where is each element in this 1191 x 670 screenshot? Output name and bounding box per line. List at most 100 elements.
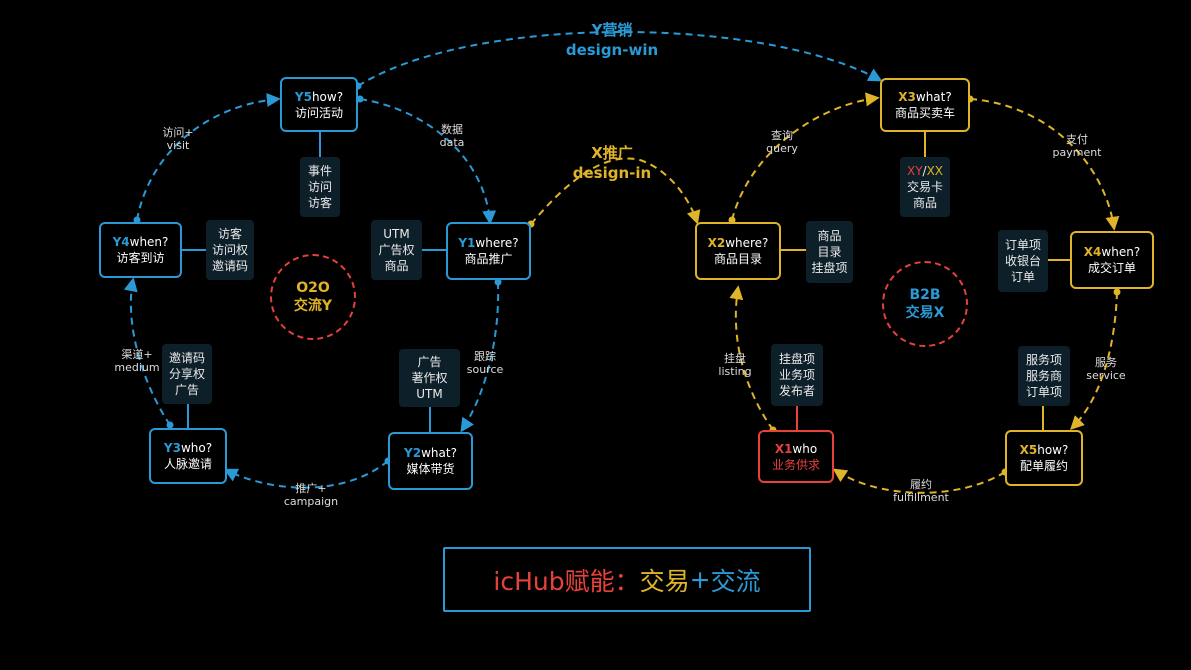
node-y5[interactable]: Y5how? 访问活动 xyxy=(280,77,358,132)
node-y3-q: who? xyxy=(180,441,213,455)
edge-label-cn: 履约 xyxy=(910,478,932,491)
edge-label-cn: 渠道+ xyxy=(121,348,153,361)
dot-x4 xyxy=(1113,288,1121,296)
info-y3-line: 分享权 xyxy=(168,367,205,381)
right-circle-line2: 交易X xyxy=(905,305,945,321)
info-y2: 广告 著作权 UTM xyxy=(399,349,460,407)
info-y4: 访客 访问权 邀请码 xyxy=(206,220,254,280)
edge-label-en: payment xyxy=(1052,146,1102,159)
node-x4-sub: 成交订单 xyxy=(1087,261,1136,275)
info-x3-line1: XY/XX xyxy=(907,163,943,179)
info-x3-line: 商品 xyxy=(912,196,937,210)
node-x1-key: X1 xyxy=(774,441,793,456)
info-x4-line: 订单 xyxy=(1010,270,1035,284)
node-x3-q: what? xyxy=(915,90,952,104)
info-y1-line: 商品 xyxy=(384,259,409,273)
edge-label-source: 跟踪 source xyxy=(467,350,504,376)
edge-label-cn: 查询 xyxy=(770,129,793,142)
node-x1-sub: 业务供求 xyxy=(771,457,820,472)
node-y3-sub: 人脉邀请 xyxy=(163,457,212,471)
edge-label-cn: 访问+ xyxy=(162,126,194,139)
edge-y2-y3 xyxy=(223,460,389,489)
mid-link-label: X推广 design-in xyxy=(573,143,651,183)
left-circle-line2: 交流Y xyxy=(293,298,333,314)
node-y1-sub: 商品推广 xyxy=(464,252,513,266)
info-x1-line: 业务项 xyxy=(778,368,815,382)
node-x2-sub: 商品目录 xyxy=(713,252,762,266)
info-y5-line: 访客 xyxy=(307,196,332,210)
node-x2[interactable]: X2where? 商品目录 xyxy=(695,222,781,280)
info-y2-line: 广告 xyxy=(417,355,442,369)
edge-label-en: query xyxy=(766,142,798,155)
top-link-en: design-win xyxy=(565,41,659,59)
edge-label-cn: 数据 xyxy=(441,123,463,136)
node-y2-q: what? xyxy=(421,446,457,460)
info-y1-line: 广告权 xyxy=(378,243,415,257)
node-y2-key: Y2 xyxy=(404,446,422,460)
node-y3[interactable]: Y3who? 人脉邀请 xyxy=(149,428,227,484)
node-y1[interactable]: Y1where? 商品推广 xyxy=(446,222,531,280)
info-y3: 邀请码 分享权 广告 xyxy=(162,344,212,404)
node-y4-q: when? xyxy=(129,235,169,249)
left-circle: O2O 交流Y xyxy=(270,254,356,340)
dot-y1 xyxy=(494,278,502,286)
node-y2-sub: 媒体带货 xyxy=(406,462,455,476)
info-x4-line: 收银台 xyxy=(1004,254,1041,268)
edge-x5-x1 xyxy=(832,468,1006,494)
edge-label-query: 查询 query xyxy=(766,129,798,155)
edge-label-fulfillment: 履约 fulfillment xyxy=(893,478,949,504)
node-y5-q: how? xyxy=(311,89,344,104)
node-y1-key: Y1 xyxy=(458,236,476,250)
right-circle-line1: B2B xyxy=(909,287,941,303)
edge-label-listing: 挂盘 listing xyxy=(718,352,751,378)
info-x5-line: 服务商 xyxy=(1025,369,1062,383)
node-y1-q: where? xyxy=(475,236,519,250)
left-circle-line1: O2O xyxy=(296,280,330,296)
right-circle: B2B 交易X xyxy=(882,261,968,347)
node-x3-key: X3 xyxy=(898,90,916,104)
edge-x2-x3 xyxy=(731,92,880,221)
edge-label-visit: 访问+ visit xyxy=(162,126,193,152)
banner-plus: + xyxy=(689,565,711,594)
node-x4[interactable]: X4when? 成交订单 xyxy=(1070,231,1154,289)
node-y4-sub: 访客到访 xyxy=(116,251,165,265)
node-x5-key: X5 xyxy=(1019,443,1038,457)
edge-label-cn: 服务 xyxy=(1095,356,1117,369)
info-y1: UTM 广告权 商品 xyxy=(371,220,422,280)
node-x2-q: where? xyxy=(725,236,769,250)
edge-label-payment: 支付 payment xyxy=(1052,133,1101,159)
node-x5-sub: 配单履约 xyxy=(1019,459,1068,473)
edge-label-cn: 挂盘 xyxy=(723,352,746,365)
info-x4: 订单项 收银台 订单 xyxy=(998,230,1048,292)
edge-label-en: visit xyxy=(166,139,190,152)
node-x3-sub: 商品买卖车 xyxy=(894,106,955,120)
info-y4-line: 邀请码 xyxy=(211,259,248,273)
node-x1[interactable]: X1who 业务供求 xyxy=(758,430,834,483)
info-y2-line: 著作权 xyxy=(411,371,448,385)
info-x2: 商品 目录 挂盘项 xyxy=(806,221,853,283)
info-x5: 服务项 服务商 订单项 xyxy=(1018,346,1070,406)
node-y4[interactable]: Y4when? 访客到访 xyxy=(99,222,182,278)
edge-y4-y5 xyxy=(136,93,281,221)
info-x3: XY/XX 交易卡 商品 xyxy=(900,157,950,217)
info-x3-b: XX xyxy=(926,164,944,178)
dot-x2 xyxy=(728,216,736,224)
node-y5-key: Y5 xyxy=(294,89,312,104)
info-y2-line: UTM xyxy=(416,387,443,401)
edge-y5-y1 xyxy=(359,98,497,225)
node-y2[interactable]: Y2what? 媒体带货 xyxy=(388,432,473,490)
node-x3[interactable]: X3what? 商品买卖车 xyxy=(880,78,970,132)
edge-label-en: service xyxy=(1086,369,1126,382)
info-y1-line: UTM xyxy=(383,227,410,241)
edge-x1-x2 xyxy=(729,285,774,431)
node-x5[interactable]: X5how? 配单履约 xyxy=(1005,430,1083,486)
info-x1-line: 发布者 xyxy=(778,384,815,398)
info-x5-line: 服务项 xyxy=(1025,353,1062,367)
edge-label-en: listing xyxy=(718,365,752,378)
edge-label-en: data xyxy=(439,136,465,149)
node-x2-key: X2 xyxy=(707,236,726,250)
info-x3-slash: / xyxy=(922,164,927,178)
edge-x3-x4 xyxy=(969,98,1120,231)
info-x2-line: 商品 xyxy=(817,229,842,243)
